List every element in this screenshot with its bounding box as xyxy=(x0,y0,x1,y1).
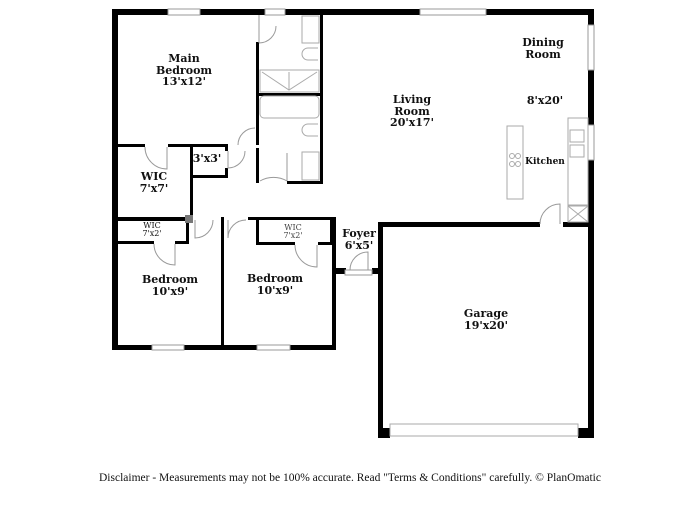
room-name: Garage xyxy=(463,307,509,320)
room-name: WIC xyxy=(143,221,161,230)
bathtub-icon xyxy=(259,95,320,119)
room-size: 7'x7' xyxy=(139,181,169,195)
kitchen-label: Kitchen xyxy=(525,157,565,167)
room-name: Room xyxy=(394,104,430,118)
main-bedroom-label: Main Bedroom 13'x12' xyxy=(156,53,212,88)
shower-icon xyxy=(259,69,320,93)
disclaimer: Disclaimer - Measurements may not be 100… xyxy=(99,472,601,484)
room-name: Bedroom xyxy=(155,63,213,77)
room-name: Bedroom xyxy=(141,273,199,286)
room-size: 6'x5' xyxy=(344,238,374,252)
fixtures xyxy=(259,15,589,437)
bedroom1-label: Bedroom 10'x9' xyxy=(142,274,198,297)
room-size: 20'x17' xyxy=(390,116,434,130)
kitchen-counter xyxy=(567,117,589,206)
closet-size: 3'x3' xyxy=(192,152,222,165)
room-name: WIC xyxy=(140,170,168,183)
room-size: 7'x2' xyxy=(283,231,303,241)
wic-bedroom1-label: WIC 7'x2' xyxy=(142,221,162,239)
wic-bedroom2-label: WIC 7'x2' xyxy=(283,223,303,241)
room-size: 10'x9' xyxy=(256,283,294,297)
room-name: WIC xyxy=(284,223,302,232)
room-name: Foyer xyxy=(342,227,376,240)
kitchen-island xyxy=(506,125,524,200)
foyer-label: Foyer 6'x5' xyxy=(342,228,376,251)
sink-icon xyxy=(301,15,320,44)
room-name: Room xyxy=(525,47,561,61)
room-name: Dining xyxy=(522,36,564,49)
garage-label: Garage 19'x20' xyxy=(464,308,508,331)
living-room-label: Living Room 20'x17' xyxy=(390,94,434,129)
garage-door xyxy=(389,423,579,437)
dining-room-size: 8'x20' xyxy=(526,94,564,107)
room-name: Living xyxy=(392,93,432,106)
bedroom2-label: Bedroom 10'x9' xyxy=(247,273,303,296)
stove-burner-icon xyxy=(509,153,515,159)
kitchen-sink-icon xyxy=(569,129,585,143)
room-name: Bedroom xyxy=(246,272,304,285)
sink-icon xyxy=(301,151,320,181)
room-size: 7'x2' xyxy=(142,229,162,239)
dining-room-label: Dining Room xyxy=(522,37,564,60)
toilet-icon xyxy=(301,123,318,137)
room-size: 10'x9' xyxy=(151,284,189,298)
fridge-icon xyxy=(567,205,589,223)
door-swings xyxy=(144,15,561,271)
room-size: 19'x20' xyxy=(464,318,508,332)
walls xyxy=(112,9,594,438)
toilet-icon xyxy=(301,47,318,61)
windows xyxy=(151,8,595,351)
room-name: Main xyxy=(168,52,200,65)
room-size: 13'x12' xyxy=(162,75,206,89)
wic-main-label: WIC 7'x7' xyxy=(140,171,169,194)
